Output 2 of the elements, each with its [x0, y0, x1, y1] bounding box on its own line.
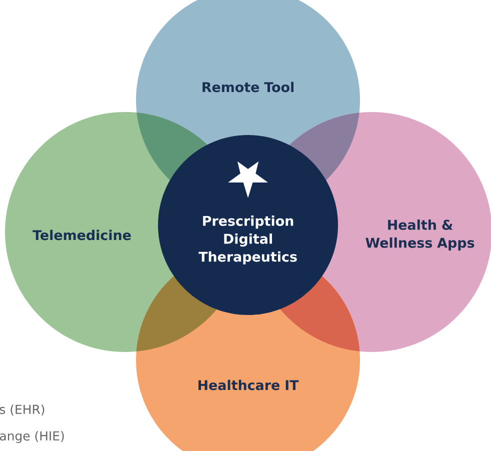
cut-off-text: ange (HIE) — [0, 430, 64, 444]
cut-off-text: s (EHR) — [0, 404, 44, 416]
